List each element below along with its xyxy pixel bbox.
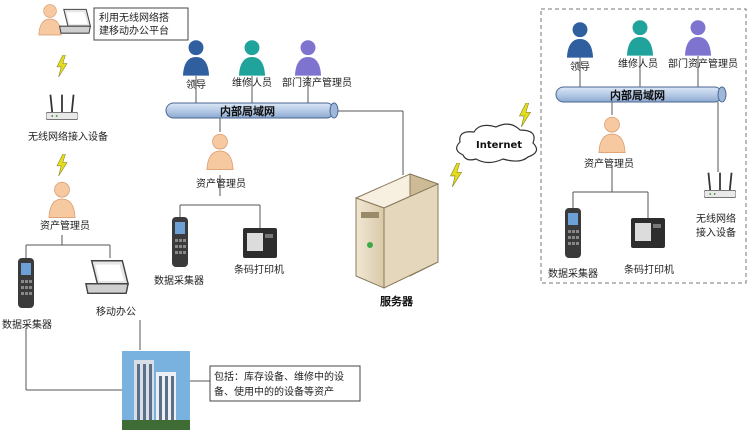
wireless-router-icon	[46, 94, 78, 121]
lan-bus-right	[555, 86, 727, 103]
collector-center-label: 数据采集器	[154, 274, 204, 287]
maintenance-label: 维修人员	[232, 76, 272, 89]
note-bottom-line2: 备、使用中的的设备等资产	[214, 385, 334, 398]
maintenance-staff-icon	[626, 20, 654, 56]
collector-right-label: 数据采集器	[548, 267, 598, 280]
lan-label-right: 内部局域网	[610, 88, 665, 102]
internet-cloud-icon	[456, 123, 538, 164]
maintenance-staff-icon	[238, 40, 266, 76]
building-icon	[122, 351, 190, 430]
asset-manager-icon	[48, 181, 76, 218]
server-icon	[354, 173, 440, 289]
note-box-bottom	[209, 365, 361, 402]
leader-label-right: 领导	[570, 60, 590, 73]
data-collector-icon	[18, 258, 34, 308]
wireless-signal-icon	[56, 154, 68, 176]
note-bottom-line1: 包括：库存设备、维修中的设	[214, 370, 344, 383]
note-box-top	[93, 7, 189, 41]
note-top-line1: 利用无线网络搭	[99, 11, 169, 24]
printer-right-label: 条码打印机	[624, 263, 674, 276]
data-collector-icon	[565, 208, 581, 258]
maintenance-label-right: 维修人员	[618, 57, 658, 70]
barcode-printer-icon	[631, 218, 665, 248]
wireless-device-label: 无线网络接入设备	[28, 130, 108, 143]
wireless-right-line1: 无线网络	[696, 212, 736, 225]
wireless-signal-icon	[56, 55, 68, 77]
asset-manager-left-label: 资产管理员	[40, 219, 90, 232]
asset-manager-icon	[206, 133, 234, 170]
printer-center-label: 条码打印机	[234, 263, 284, 276]
wan-link-icon	[519, 103, 531, 127]
asset-manager-right-label: 资产管理员	[584, 157, 634, 170]
data-collector-icon	[172, 217, 188, 267]
wireless-right-line2: 接入设备	[696, 226, 736, 239]
collector-left-label: 数据采集器	[2, 318, 52, 331]
server-label: 服务器	[380, 294, 414, 308]
dept-manager-label-right: 部门资产管理员	[668, 57, 738, 70]
mobile-office-label: 移动办公	[96, 305, 136, 318]
dept-manager-icon	[684, 20, 712, 56]
connection-lines	[25, 56, 719, 391]
internet-label: Internet	[476, 140, 522, 151]
person-mobile-user-icon	[38, 4, 62, 36]
note-top-line2: 建移动办公平台	[99, 24, 169, 37]
laptop-icon	[59, 8, 91, 34]
dept-manager-icon	[294, 40, 322, 76]
dept-manager-label: 部门资产管理员	[282, 76, 352, 89]
barcode-printer-icon	[243, 228, 277, 258]
laptop-icon	[85, 260, 129, 295]
lan-label-center: 内部局域网	[220, 104, 275, 118]
wireless-router-icon	[704, 172, 736, 199]
remote-site-boundary	[540, 8, 747, 284]
asset-manager-center-label: 资产管理员	[196, 177, 246, 190]
asset-manager-icon	[598, 116, 626, 153]
leader-label: 领导	[186, 78, 206, 91]
leader-icon	[566, 22, 594, 58]
wan-link-icon	[450, 163, 462, 187]
leader-icon	[182, 40, 210, 76]
